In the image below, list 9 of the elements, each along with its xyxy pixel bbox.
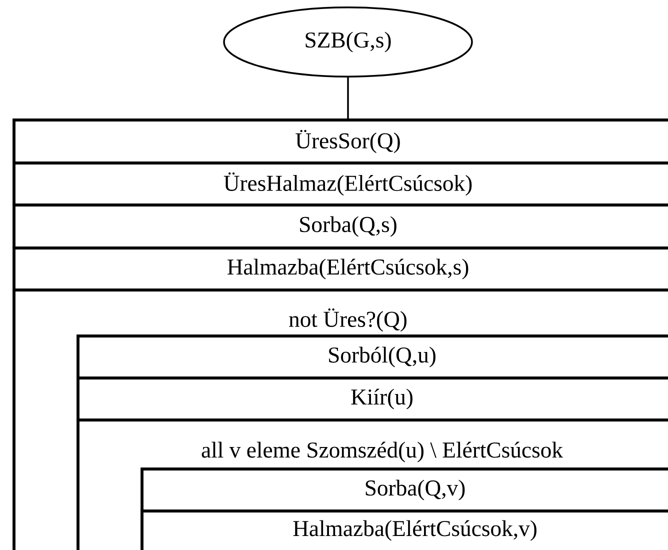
statement-box: ÜresSor(Q) (12, 118, 668, 163)
statement-box: ÜresHalmaz(ElértCsúcsok) (12, 162, 668, 205)
statement-box: Sorba(Q,v) (140, 468, 668, 511)
statement-box: Sorba(Q,s) (12, 204, 668, 248)
statement-box: Sorból(Q,u) (76, 334, 668, 378)
statement-box: Kiír(u) (76, 376, 668, 420)
statement-box: Halmazba(ElértCsúcsok,v) (140, 510, 668, 550)
statement-box: Halmazba(ElértCsúcsok,s) (12, 246, 668, 290)
connector-line (347, 78, 349, 120)
